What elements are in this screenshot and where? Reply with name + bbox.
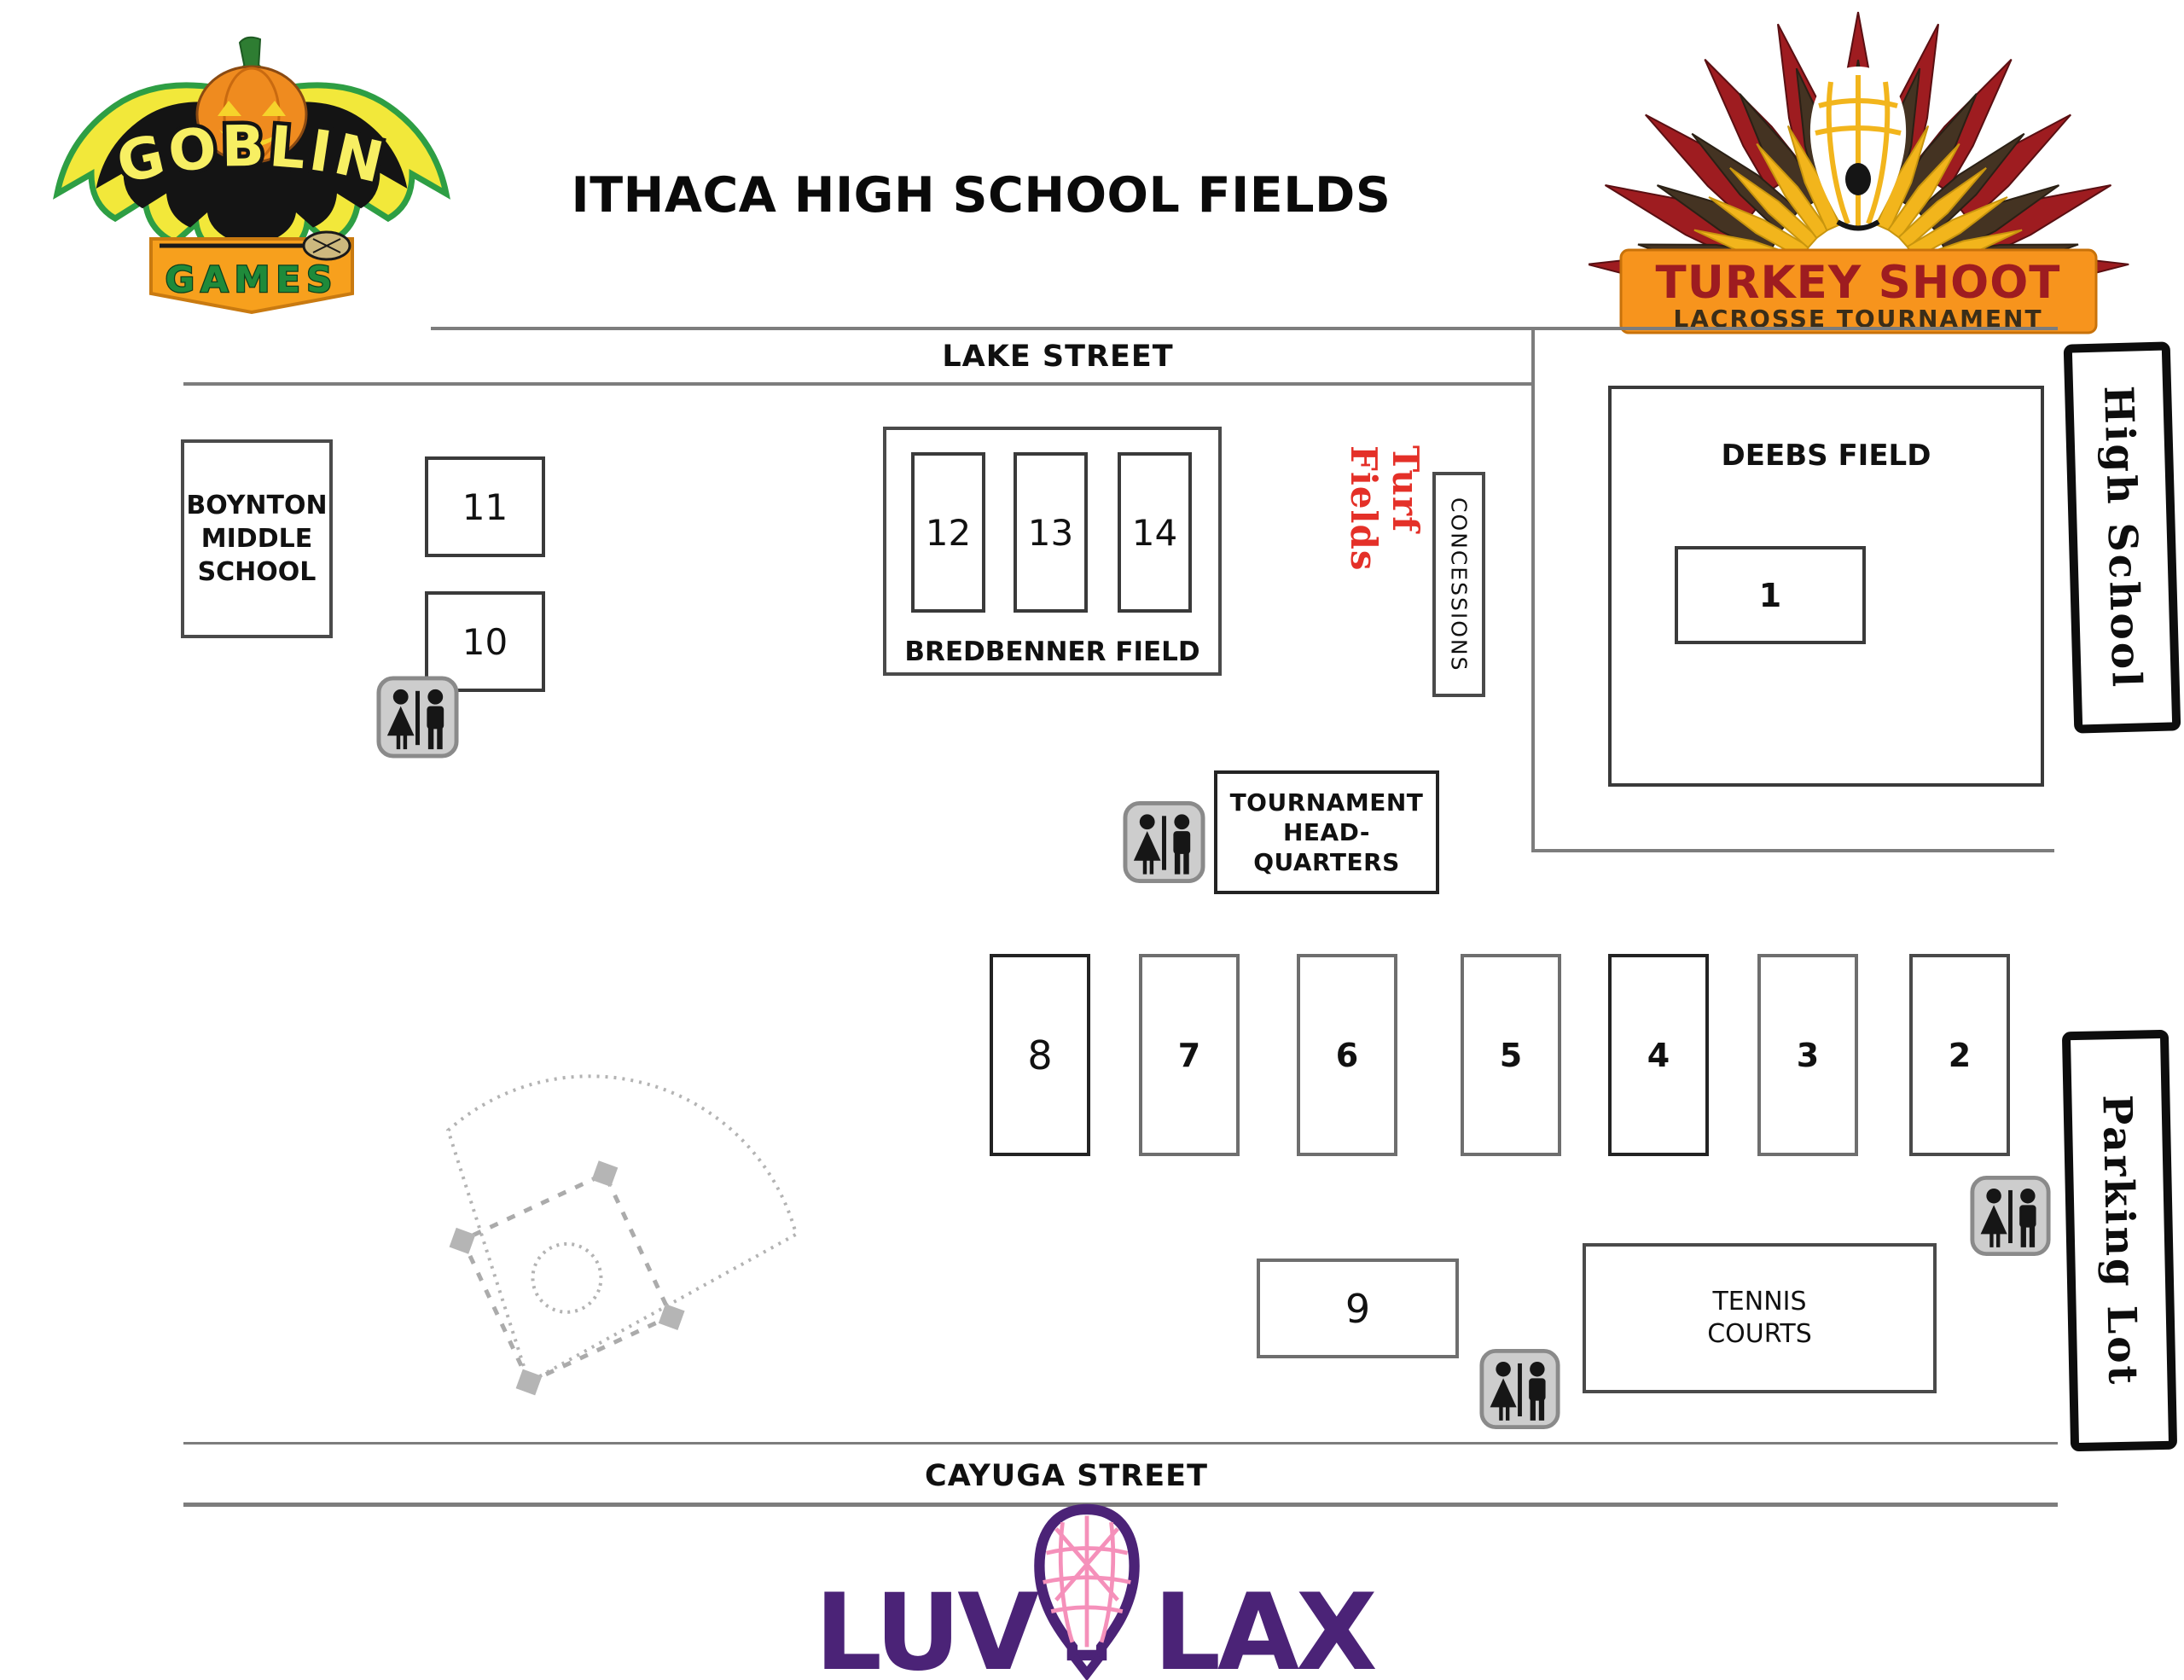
lake-street-label: LAKE STREET <box>942 340 1174 374</box>
parking-lot-sign: Parking Lot <box>2061 1029 2178 1452</box>
tournament-headquarters-box: TOURNAMENT HEAD- QUARTERS <box>1214 770 1439 894</box>
field-box-5: 5 <box>1461 954 1561 1156</box>
field-box-13: 13 <box>1014 452 1088 613</box>
entrance-road-line <box>1531 328 1535 852</box>
field-number: 9 <box>1345 1285 1371 1332</box>
field-number: 11 <box>462 485 508 528</box>
restroom-icon <box>1479 1348 1560 1430</box>
field-number: 8 <box>1027 1032 1053 1078</box>
restroom-icon <box>1123 800 1205 884</box>
field-number: 14 <box>1131 511 1178 554</box>
field-box-4: 4 <box>1608 954 1709 1156</box>
lacrosse-mesh-line <box>312 238 341 253</box>
parking-lot-label: Parking Lot <box>2093 1094 2146 1387</box>
turf-fields-label: Turf Fields <box>1343 445 1426 572</box>
field-number: 1 <box>1758 576 1782 614</box>
hq-label-line3: QUARTERS <box>1253 848 1400 876</box>
high-school-label: High School <box>2094 385 2150 690</box>
entrance-road-south-line <box>1531 849 2054 852</box>
field-number: 13 <box>1027 511 1074 554</box>
bat-inner-shape <box>96 83 408 247</box>
second-base <box>591 1160 619 1188</box>
bredbenner-field-label: BREDBENNER FIELD <box>904 637 1200 667</box>
concessions-label: CONCESSIONS <box>1446 497 1472 672</box>
field-box-2: 2 <box>1909 954 2010 1156</box>
games-wordmark: GAMES <box>166 259 339 300</box>
field-box-6: 6 <box>1297 954 1397 1156</box>
tennis-label-line2: COURTS <box>1707 1319 1812 1349</box>
turkey-shoot-logo-icon: TURKEY SHOOT LACROSSE TOURNAMENT <box>1589 11 2129 334</box>
outfield-arc <box>445 1074 799 1385</box>
high-school-sign: High School <box>2063 341 2181 734</box>
turkey-shoot-title: TURKEY SHOOT <box>1656 257 2061 309</box>
cayuga-street-lower-line <box>183 1503 2058 1507</box>
field-box-10: 10 <box>425 591 545 692</box>
first-base <box>658 1304 685 1330</box>
field-box-9: 9 <box>1257 1259 1459 1358</box>
field-number: 4 <box>1647 1036 1670 1074</box>
field-number: 12 <box>925 511 972 554</box>
lake-street-lower-line <box>183 382 1533 386</box>
deebs-field-label: DEEBS FIELD <box>1721 439 1931 473</box>
boynton-label-line1: BOYNTON <box>186 491 328 520</box>
third-base <box>449 1227 476 1254</box>
hq-label-line2: HEAD- <box>1282 818 1371 846</box>
stick-throat <box>1070 1654 1104 1680</box>
concessions-box: CONCESSIONS <box>1432 472 1485 697</box>
field-box-1: 1 <box>1675 546 1866 644</box>
field-number: 5 <box>1499 1036 1523 1074</box>
field-box-11: 11 <box>425 456 545 557</box>
field-number: 3 <box>1796 1036 1820 1074</box>
luvlax-right-wordmark: LAX <box>1153 1572 1378 1680</box>
field-number: 7 <box>1177 1036 1201 1074</box>
boynton-middle-school-box: BOYNTON MIDDLE SCHOOL <box>181 439 333 638</box>
luvlax-stick-icon <box>1034 1503 1140 1680</box>
field-number: 2 <box>1948 1036 1972 1074</box>
boynton-label-line3: SCHOOL <box>197 557 317 587</box>
restroom-icon <box>1970 1175 2051 1257</box>
field-box-8: 8 <box>990 954 1090 1156</box>
lake-street-upper-line <box>431 327 2058 330</box>
restroom-icon <box>376 676 459 759</box>
pumpkin-icon <box>195 36 308 164</box>
infield-square <box>459 1171 674 1386</box>
tennis-label-line1: TENNIS <box>1712 1287 1807 1317</box>
field-box-14: 14 <box>1118 452 1192 613</box>
pitcher-circle <box>531 1241 603 1314</box>
turkey-banner <box>1619 248 2098 334</box>
hq-label-line1: TOURNAMENT <box>1229 788 1424 817</box>
field-box-12: 12 <box>911 452 985 613</box>
tennis-courts-box: TENNIS COURTS <box>1583 1243 1937 1393</box>
cayuga-street-label: CAYUGA STREET <box>925 1459 1208 1493</box>
stick-mesh <box>1043 1515 1131 1648</box>
field-number: 6 <box>1335 1036 1359 1074</box>
boynton-label-line2: MIDDLE <box>200 524 313 554</box>
field-box-7: 7 <box>1139 954 1240 1156</box>
goblin-games-logo-icon: GOBLIN GAMES <box>53 36 450 315</box>
page-title: ITHACA HIGH SCHOOL FIELDS <box>571 167 1391 224</box>
cayuga-street-upper-line <box>183 1442 2058 1445</box>
field-box-3: 3 <box>1757 954 1858 1156</box>
lacrosse-head-icon <box>1809 67 1907 258</box>
field-number: 10 <box>462 620 508 663</box>
baseball-diamond-sketch <box>445 1074 799 1396</box>
luvlax-left-wordmark: LUV <box>815 1572 1039 1680</box>
home-plate <box>515 1369 543 1396</box>
